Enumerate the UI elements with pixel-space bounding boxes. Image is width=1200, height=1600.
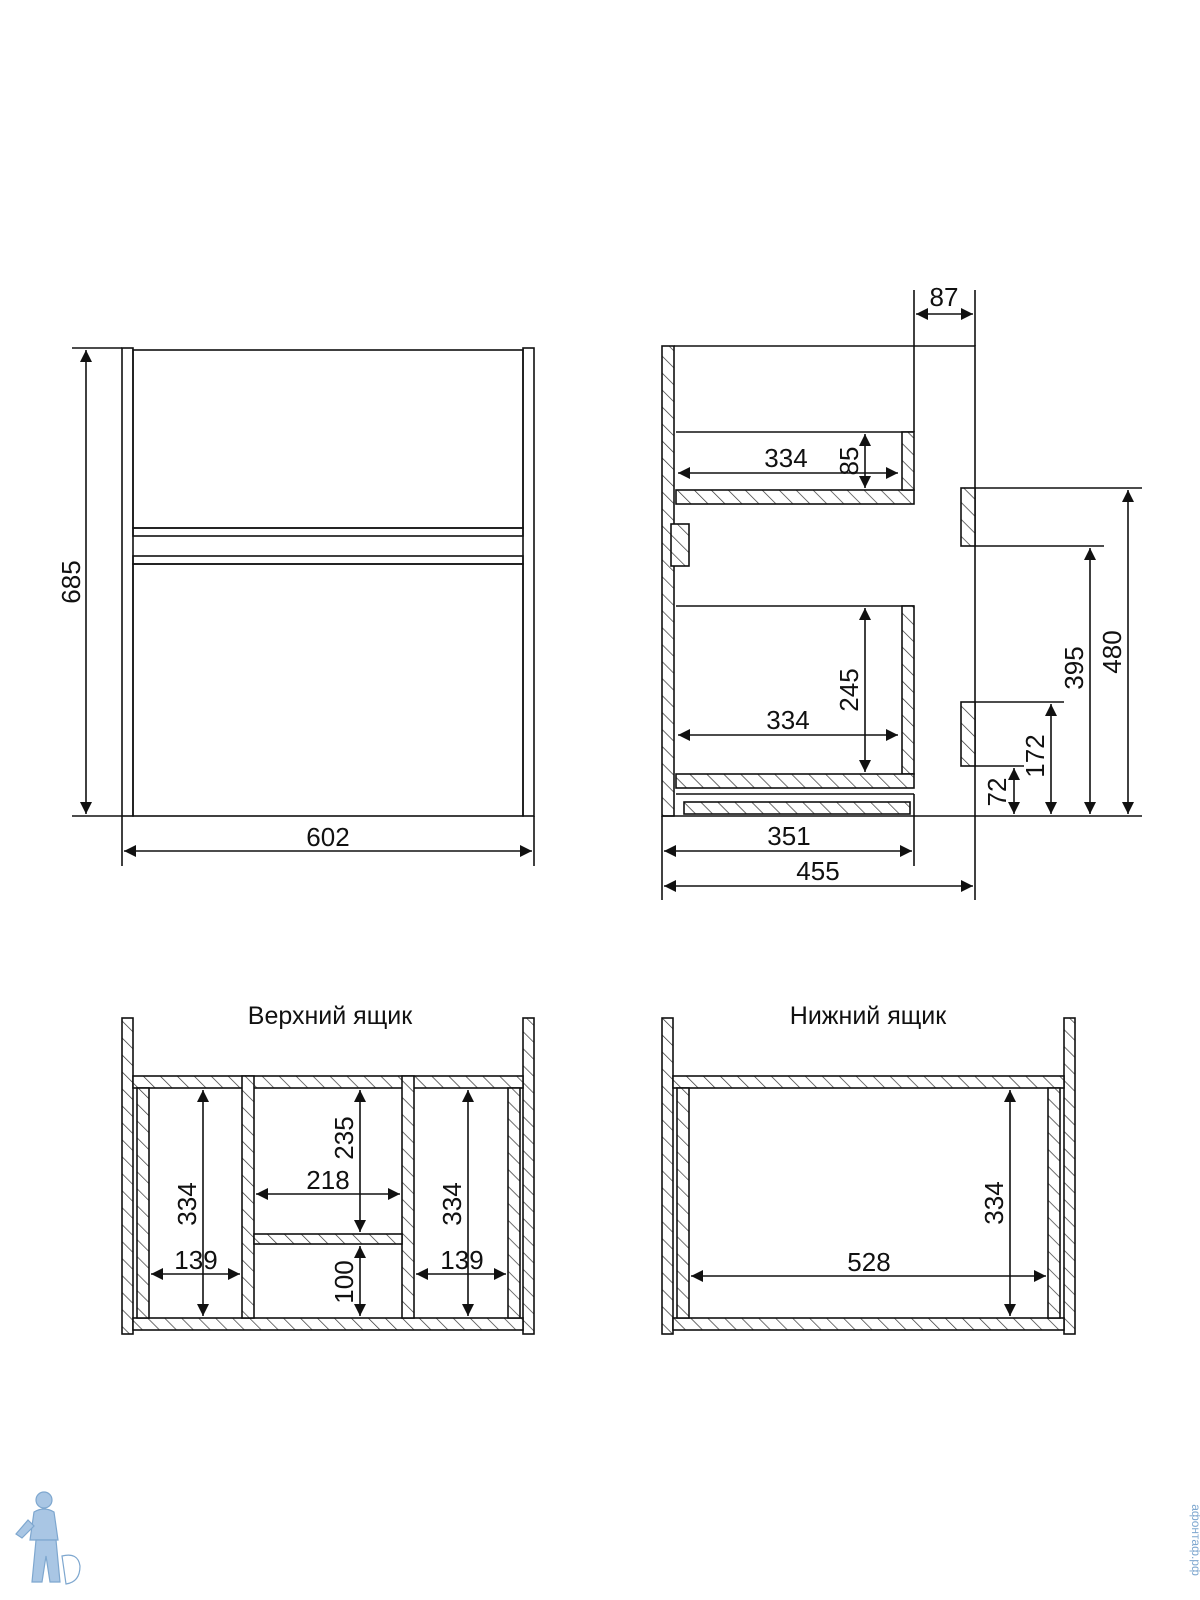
upper-front-wall xyxy=(132,1317,524,1331)
mount-72-label: 72 xyxy=(982,778,1012,807)
mount-172-label: 172 xyxy=(1020,734,1050,777)
divider-left xyxy=(241,1075,255,1319)
upper-drawer-height-label: 85 xyxy=(834,447,864,476)
upper-right-depth-label: 334 xyxy=(437,1182,467,1225)
front-width-label: 602 xyxy=(306,822,349,852)
upper-inner-left xyxy=(136,1087,150,1319)
upper-left-width-label: 139 xyxy=(174,1245,217,1275)
front-left-post xyxy=(121,347,134,817)
middle-top-depth-label: 235 xyxy=(329,1116,359,1159)
front-upper-drawer-panel xyxy=(132,349,524,529)
front-rail xyxy=(132,527,524,537)
handle xyxy=(670,523,690,567)
upper-drawer-back xyxy=(901,431,915,491)
lower-front-wall xyxy=(672,1317,1065,1331)
front-lower-drawer-panel xyxy=(132,563,524,817)
upper-drawer-depth-label: 334 xyxy=(764,443,807,473)
mount-480-label: 480 xyxy=(1097,630,1127,673)
side-view xyxy=(661,290,1142,900)
side-front-wall xyxy=(661,345,675,817)
front-height-label: 685 xyxy=(56,560,86,603)
lower-inner-left xyxy=(676,1087,690,1319)
plinth xyxy=(683,801,911,815)
divider-right xyxy=(401,1075,415,1319)
upper-inner-right xyxy=(507,1087,521,1319)
lower-depth-label: 334 xyxy=(979,1181,1009,1224)
front-view xyxy=(72,347,535,866)
lower-drawer-bottom xyxy=(675,773,915,789)
inner-depth-label: 351 xyxy=(767,821,810,851)
lower-drawer-depth-label: 334 xyxy=(766,705,809,735)
plumber-logo-icon xyxy=(15,1491,81,1585)
side-top-offset-label: 87 xyxy=(930,282,959,312)
lower-drawer-view xyxy=(661,1017,1076,1335)
lower-right-side xyxy=(1063,1017,1076,1335)
front-right-post xyxy=(522,347,535,817)
lower-inner-right xyxy=(1047,1087,1061,1319)
lower-wall-mount xyxy=(960,701,976,767)
lower-drawer-height-label: 245 xyxy=(834,668,864,711)
middle-shelf xyxy=(253,1233,403,1245)
upper-drawer-title: Верхний ящик xyxy=(248,1002,413,1030)
mount-395-label: 395 xyxy=(1059,646,1089,689)
lower-width-label: 528 xyxy=(847,1247,890,1277)
upper-left-side xyxy=(121,1017,134,1335)
upper-drawer-bottom xyxy=(675,489,915,505)
lower-drawer-title: Нижний ящик xyxy=(790,1002,947,1030)
total-depth-label: 455 xyxy=(796,856,839,886)
watermark-text: афонтаф.рф xyxy=(1189,1504,1200,1576)
lower-drawer-back xyxy=(901,605,915,775)
upper-drawer-view xyxy=(121,1017,535,1335)
upper-right-side xyxy=(522,1017,535,1335)
upper-right-width-label: 139 xyxy=(440,1245,483,1275)
lower-back-wall xyxy=(672,1075,1065,1089)
upper-back-wall xyxy=(132,1075,524,1089)
lower-left-side xyxy=(661,1017,674,1335)
middle-bottom-depth-label: 100 xyxy=(329,1260,359,1303)
front-rail-2 xyxy=(132,555,524,565)
middle-width-label: 218 xyxy=(306,1165,349,1195)
upper-left-depth-label: 334 xyxy=(172,1182,202,1225)
upper-wall-mount xyxy=(960,487,976,547)
